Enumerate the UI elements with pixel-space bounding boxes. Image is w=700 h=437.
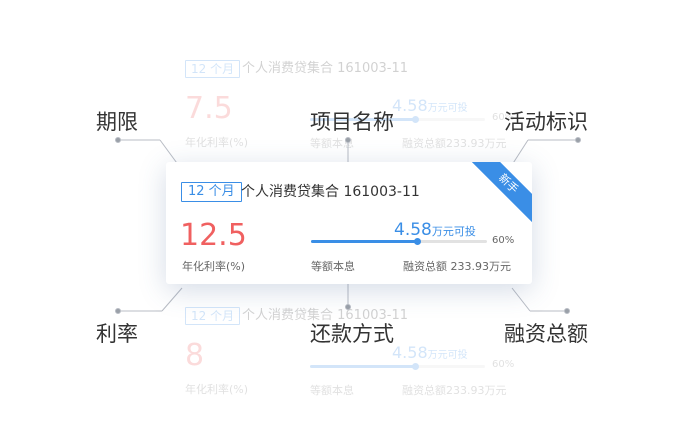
progress-dot [412, 363, 419, 370]
term-tag: 12 个月 [185, 307, 241, 325]
product-card[interactable]: 12 个月 个人消费贷集合 161003-11 新手 12.5 年化利率(%) … [166, 162, 532, 284]
callout-method: 还款方式 [310, 322, 394, 346]
rate-label: 年化利率(%) [185, 136, 249, 149]
product-name: 个人消费贷集合 161003-11 [242, 61, 408, 76]
product-name: 个人消费贷集合 161003-11 [242, 308, 408, 323]
repayment-method: 等额本息 [310, 137, 354, 150]
available-amount: 4.58万元可投 [392, 343, 468, 362]
amount-unit: 万元可投 [427, 350, 468, 361]
progress-fill [311, 240, 417, 243]
callout-rate: 利率 [96, 322, 138, 346]
ghost-card-bottom: 12 个月 个人消费贷集合 161003-11 8 年化利率(%) 4.58万元… [180, 305, 530, 425]
ghost-card-top: 12 个月 个人消费贷集合 161003-11 7.5 年化利率(%) 4.58… [180, 58, 530, 178]
interest-rate: 12.5 [180, 218, 247, 253]
amount-value: 4.58 [392, 343, 428, 362]
rate-label: 年化利率(%) [185, 383, 249, 396]
interest-rate: 8 [185, 338, 205, 373]
callout-term: 期限 [96, 110, 138, 134]
available-amount: 4.58万元可投 [392, 96, 468, 115]
callout-name: 项目名称 [310, 110, 394, 134]
progress-bar [310, 116, 485, 123]
available-amount: 4.58万元可投 [394, 220, 476, 240]
total-financing: 融资总额233.93万元 [402, 384, 507, 397]
progress-fill [310, 118, 415, 121]
interest-rate: 7.5 [185, 91, 233, 126]
product-name: 个人消费贷集合 161003-11 [241, 184, 420, 200]
progress-dot [412, 116, 419, 123]
repayment-method: 等额本息 [311, 260, 355, 273]
progress-bar [310, 363, 485, 370]
repayment-method: 等额本息 [310, 384, 354, 397]
term-tag: 12 个月 [185, 60, 241, 78]
amount-value: 4.58 [392, 96, 428, 115]
newbie-ribbon: 新手 [466, 162, 532, 226]
progress-bar [311, 238, 487, 245]
progress-percent: 60% [492, 359, 515, 370]
rate-label: 年化利率(%) [182, 260, 246, 273]
progress-percent: 60% [492, 235, 515, 246]
progress-fill [310, 365, 415, 368]
total-financing: 融资总额 233.93万元 [403, 260, 511, 273]
term-tag: 12 个月 [181, 182, 242, 202]
amount-value: 4.58 [394, 220, 432, 240]
callout-total: 融资总额 [504, 322, 588, 346]
total-financing: 融资总额233.93万元 [402, 137, 507, 150]
amount-unit: 万元可投 [431, 225, 476, 238]
callout-badge: 活动标识 [504, 110, 588, 134]
progress-percent: 60% [492, 112, 515, 123]
amount-unit: 万元可投 [427, 103, 468, 114]
progress-dot [414, 238, 421, 245]
